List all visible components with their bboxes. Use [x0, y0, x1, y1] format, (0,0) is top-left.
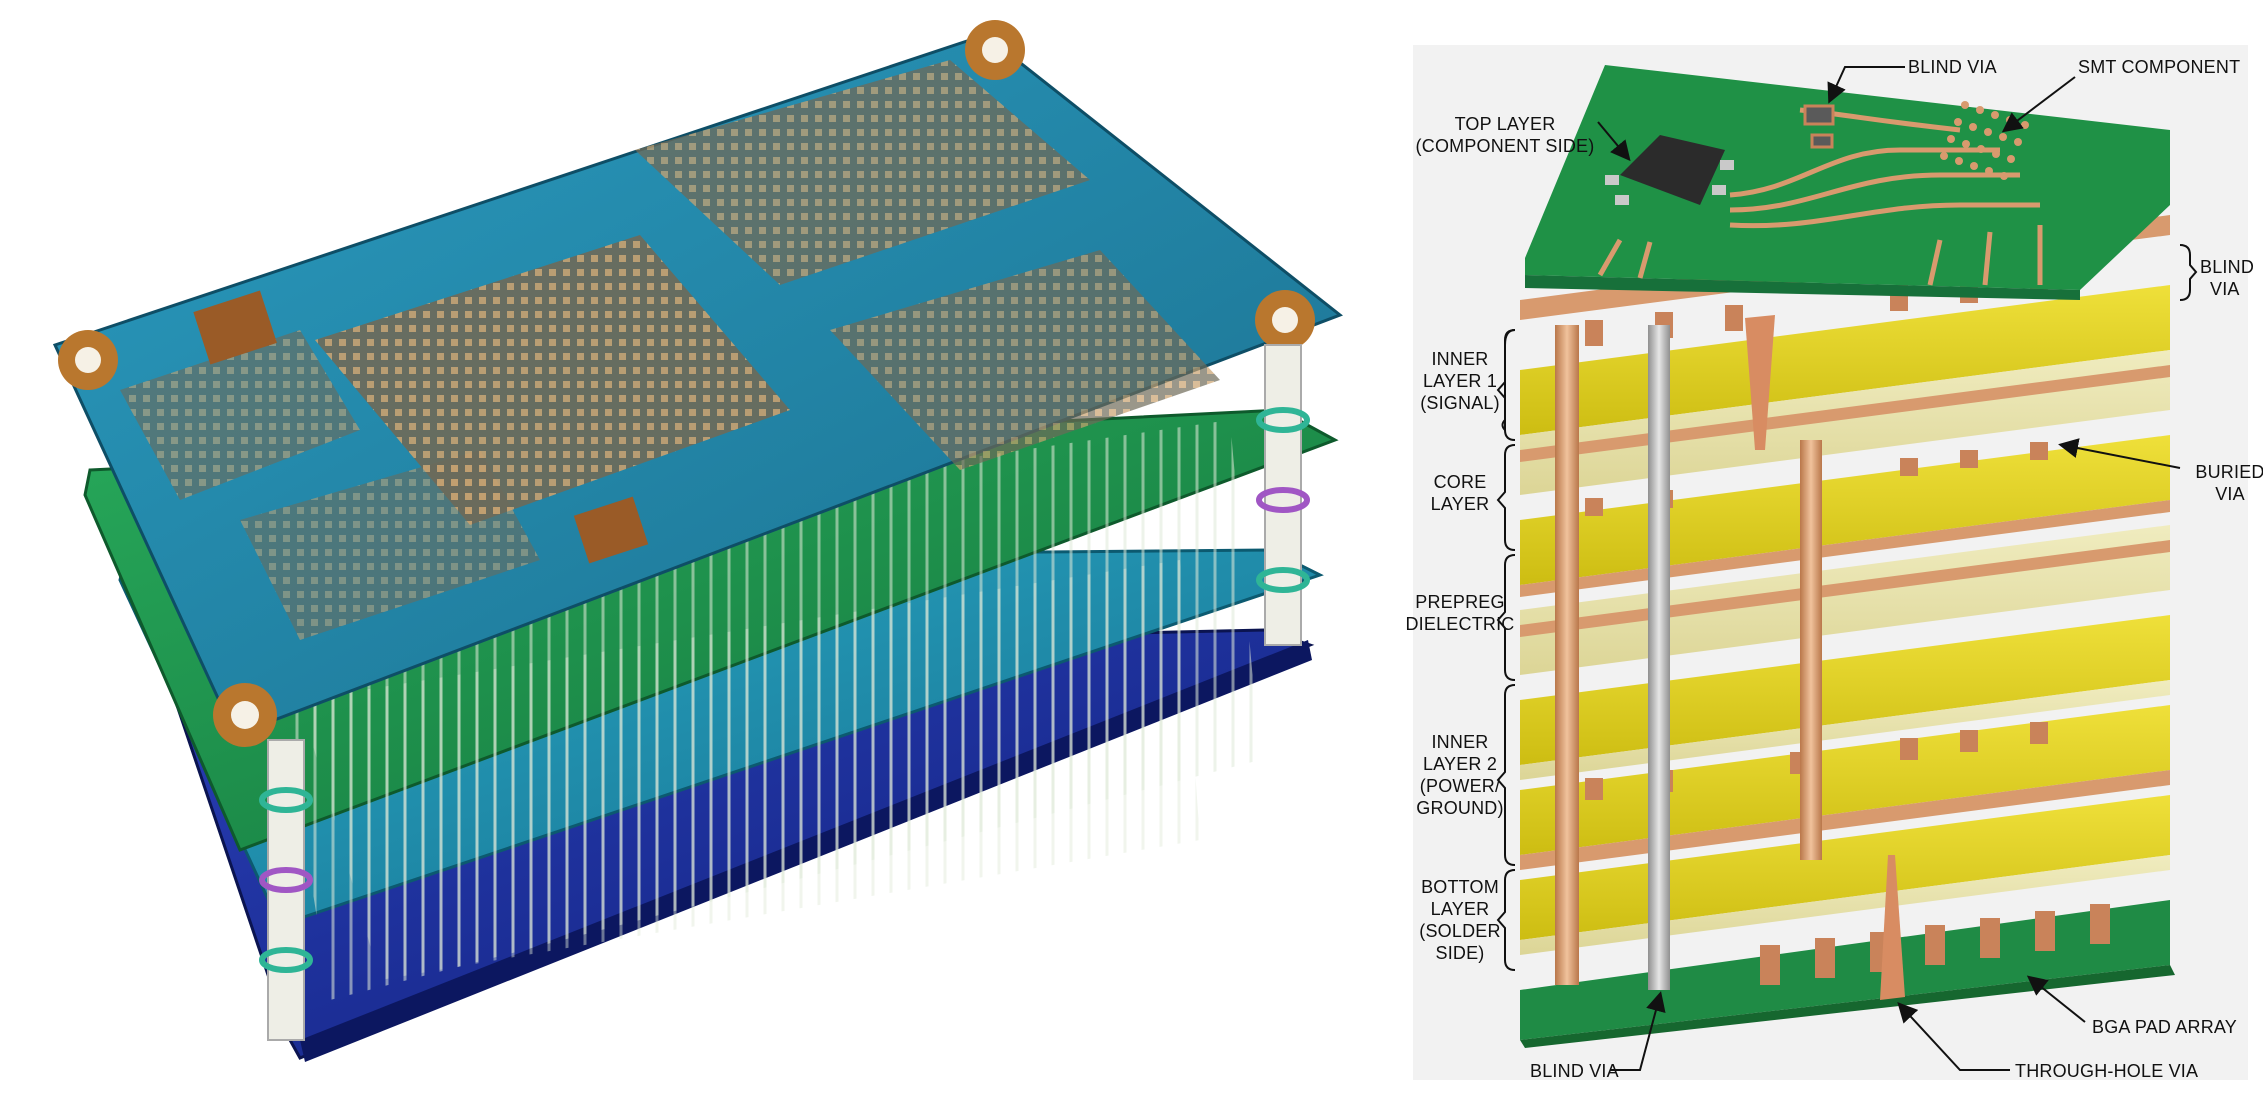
blind-via-cone-top [1745, 315, 1775, 450]
label-through-hole-via: THROUGH-HOLE VIA [2015, 1061, 2198, 1081]
label-core-2: LAYER [1431, 494, 1490, 514]
qfp-chip [193, 290, 277, 365]
bga-area [315, 235, 790, 525]
label-top-layer-1: TOP LAYER [1455, 114, 1556, 134]
label-blind-via-right-1: BLIND [2200, 257, 2254, 277]
buried-via [1800, 440, 1822, 860]
label-top-layer-2: (COMPONENT SIDE) [1416, 136, 1595, 156]
diagram-labels: TOP LAYER (COMPONENT SIDE) BLIND VIA SMT… [1405, 57, 2263, 1081]
mounting-hole-bl [213, 683, 277, 747]
label-bottom-2: LAYER [1431, 899, 1490, 919]
smt-component-small [1810, 133, 1834, 149]
label-inner2-2: LAYER 2 [1423, 754, 1497, 774]
label-blind-via-top: BLIND VIA [1908, 57, 1997, 77]
standoff-right [1256, 344, 1310, 646]
qfn-chip [573, 496, 649, 564]
standoff-left [259, 739, 313, 1041]
cross-section-diagram: TOP LAYER (COMPONENT SIDE) BLIND VIA SMT… [1405, 45, 2263, 1081]
blind-via-silver [1648, 325, 1670, 990]
label-smt-component: SMT COMPONENT [2078, 57, 2240, 77]
label-inner1-2: LAYER 1 [1423, 371, 1497, 391]
label-bottom-3: (SOLDER [1419, 921, 1500, 941]
label-core-1: CORE [1434, 472, 1487, 492]
exploded-pcb-stack [52, 20, 1344, 1062]
smt-component-icon [1803, 104, 1835, 126]
label-bottom-1: BOTTOM [1421, 877, 1499, 897]
label-inner1-1: INNER [1431, 349, 1488, 369]
mounting-hole-tr [965, 20, 1025, 80]
label-inner1-3: (SIGNAL) [1420, 393, 1500, 413]
label-buried-1: BURIED [2195, 462, 2263, 482]
label-inner2-4: GROUND) [1416, 798, 1503, 818]
label-blind-via-right-2: VIA [2210, 279, 2240, 299]
label-buried-2: VIA [2215, 484, 2245, 504]
label-inner2-3: (POWER/ [1420, 776, 1500, 796]
through-hole-via-cone [1880, 855, 1905, 1000]
mounting-hole-tl [58, 330, 118, 390]
leader-lines [1597, 66, 2181, 1071]
label-blind-via-bottom: BLIND VIA [1530, 1061, 1619, 1081]
bottom-green-board [1520, 900, 2170, 1040]
label-bottom-4: SIDE) [1435, 943, 1484, 963]
through-hole-via-left [1555, 325, 1579, 985]
bga-dot-grid [1940, 101, 2029, 180]
label-prepreg-1: PREPREG [1415, 592, 1504, 612]
smd-chip-icon [1605, 135, 1734, 205]
label-inner2-1: INNER [1431, 732, 1488, 752]
label-bga-pad-array: BGA PAD ARRAY [2092, 1017, 2237, 1037]
layer-brackets [1496, 244, 2198, 971]
mounting-hole-r [1255, 290, 1315, 350]
label-prepreg-2: DIELECTRIC [1405, 614, 1514, 634]
top-traces [1597, 107, 2043, 286]
